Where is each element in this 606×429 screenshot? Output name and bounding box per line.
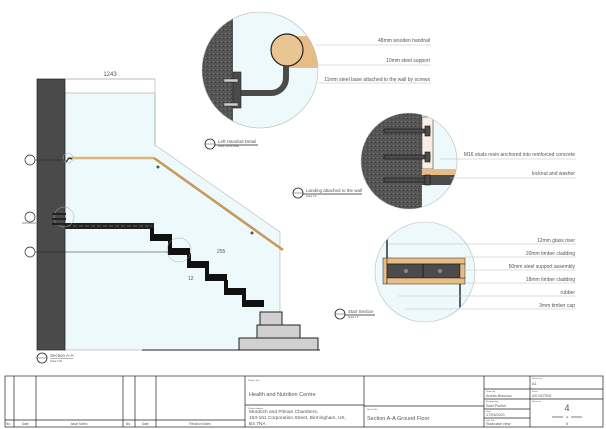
svg-text:Left Handrail Detail: Left Handrail Detail <box>218 139 256 144</box>
svg-text:Scale: Not to scale: Scale: Not to scale <box>218 145 239 148</box>
scale: AS NOTED <box>532 394 552 398</box>
svg-text:No.: No. <box>6 422 11 426</box>
svg-text:153-161 Corporation Street, Bi: 153-161 Corporation Street, Birmingham, … <box>249 415 346 421</box>
handrail-note: 48mm wooden handrail <box>378 38 430 44</box>
sheet-size: A1 <box>532 382 537 386</box>
callout-handrail-detail: Left Handrail Detail Scale: Not to scale <box>204 138 258 150</box>
callout-stair-section: Stair Section Scale 1:5 <box>334 308 375 320</box>
stair-note: rubber <box>561 290 576 296</box>
svg-text:Date: Date <box>142 422 149 426</box>
svg-text:Scale: Scale <box>532 391 538 393</box>
svg-text:Section A-A: Section A-A <box>50 353 74 358</box>
handrail-note: 11mm steel base attached to the wall by … <box>324 77 430 83</box>
stair-note: 50mm steel support assembly <box>509 264 576 270</box>
dimension-width: 1243 <box>103 72 117 78</box>
svg-text:Reviewed by: Reviewed by <box>486 401 499 403</box>
landing-studs <box>52 213 66 225</box>
sheet-total: 5 <box>566 422 568 426</box>
glass-panel <box>64 92 281 351</box>
svg-text:Sheet size: Sheet size <box>532 377 543 380</box>
svg-text:Scale 1:5: Scale 1:5 <box>348 316 359 319</box>
svg-text:Scale 1:25: Scale 1:25 <box>50 360 62 363</box>
svg-text:Scale 1:5: Scale 1:5 <box>306 195 317 198</box>
date: 17/03/2021 <box>486 413 505 417</box>
landing-note: M16 studs resin anchored into reinforced… <box>464 152 575 158</box>
title-block <box>4 375 604 428</box>
svg-text:Project address: Project address <box>248 407 264 410</box>
dimension-riser: 12 <box>188 276 194 282</box>
svg-text:Stair Section: Stair Section <box>348 309 374 314</box>
project-address: Murdoch and Pitman Chambers, <box>249 409 318 415</box>
stair-note: 3mm timber cap <box>539 303 575 309</box>
handrail-note: 10mm steel support <box>386 58 431 64</box>
plinth <box>259 311 283 326</box>
svg-text:Date: Date <box>22 422 29 426</box>
callout-landing-detail: Landing attached to the wall Scale 1:5 <box>292 187 362 199</box>
svg-text:Revision Notes: Revision Notes <box>189 422 211 426</box>
reviewed-by: Said Pooliei <box>486 404 506 408</box>
svg-text:of: of <box>566 415 569 419</box>
drawn-by: Anelia Bravova <box>486 394 512 398</box>
callout-section-a-a: Section A-A Scale 1:25 <box>36 352 74 364</box>
dimension-tread: 255 <box>217 249 226 255</box>
detail-stair: 12mm glass riser 20mm timber cladding 50… <box>374 221 576 323</box>
sub-title: Staircase view <box>486 422 511 426</box>
detail-landing: M16 studs resin anchored into reinforced… <box>360 112 576 210</box>
svg-text:Date: Date <box>486 410 491 413</box>
svg-text:Project Title: Project Title <box>248 379 260 382</box>
svg-text:Drawn by: Drawn by <box>486 390 496 393</box>
svg-text:Landing attached to the wall: Landing attached to the wall <box>306 188 362 193</box>
stair-note: 18mm timber cladding <box>526 277 575 283</box>
sheet-number: 4 <box>564 403 569 413</box>
stair-note: 12mm glass riser <box>537 238 575 244</box>
svg-text:Issue Notes: Issue Notes <box>71 422 88 426</box>
svg-text:Sheet Title: Sheet Title <box>367 408 378 411</box>
handrail-sloped <box>153 156 284 252</box>
project-title: Health and Nutrition Centre <box>249 392 316 398</box>
section-a-a: 1243 255 12 <box>22 72 320 351</box>
sheet-title: Section A-A Ground Floor <box>367 416 430 422</box>
svg-text:B4 7NA: B4 7NA <box>249 421 266 427</box>
svg-text:Sub Title: Sub Title <box>486 419 495 422</box>
stair-note: 20mm timber cladding <box>526 251 575 257</box>
landing-note: locknut and washer <box>532 171 575 177</box>
svg-text:Sheet no.: Sheet no. <box>532 400 542 403</box>
svg-text:No.: No. <box>126 422 131 426</box>
